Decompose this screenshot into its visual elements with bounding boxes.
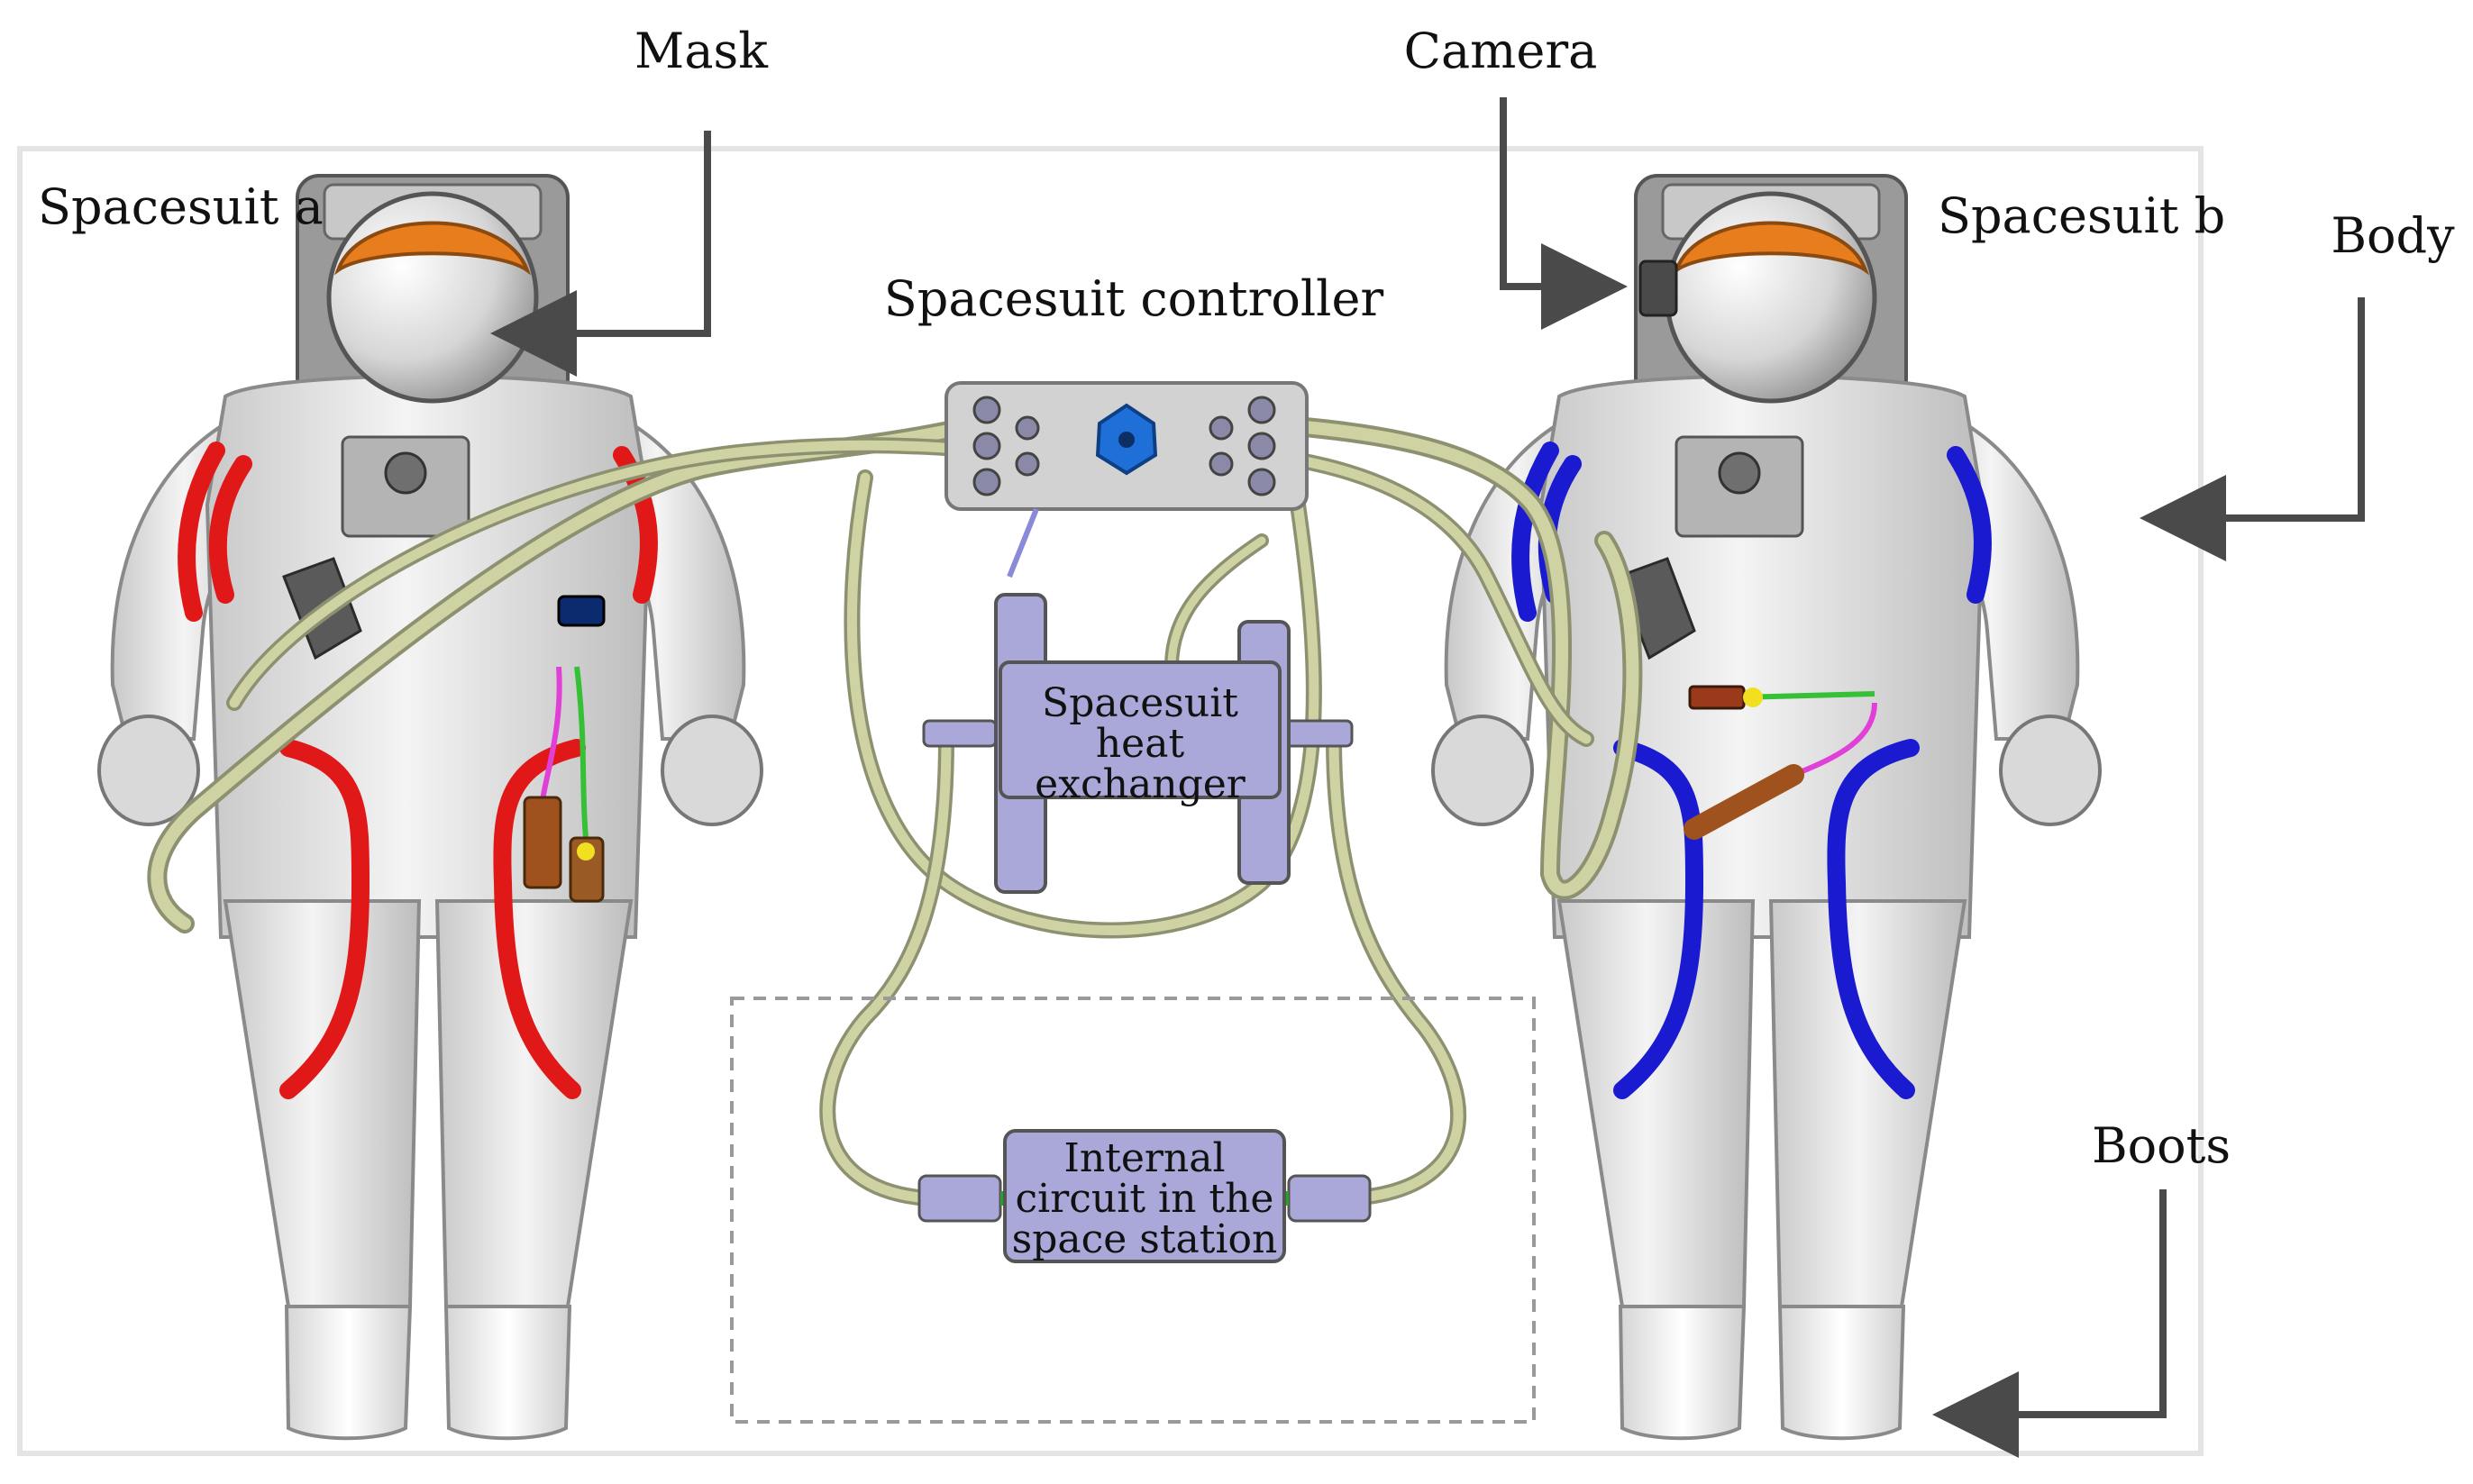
internal-circuit-label-line-3: space station — [1012, 1216, 1278, 1262]
spacesuit-a-left-boot — [284, 1305, 413, 1441]
spacesuit-b-right-glove — [1999, 715, 2102, 826]
spacesuit-b-camera — [1638, 259, 1678, 317]
body-label: Body — [2331, 207, 2455, 264]
spacesuit-a-right-glove — [661, 715, 763, 826]
internal-circuit-label-line-2: circuit in the — [1016, 1176, 1274, 1222]
heat-exchanger-body — [999, 660, 1282, 799]
mask-label: Mask — [634, 23, 769, 79]
spacesuit-b-label: Spacesuit b — [1938, 187, 2225, 244]
spacesuit-b-right-boot — [1777, 1305, 1906, 1441]
heat-exchanger-label-line-2: heat — [1096, 721, 1185, 767]
spacesuit-a-left-leg — [223, 899, 422, 1308]
internal-circuit-body — [1003, 1129, 1286, 1263]
spacesuit-b-visor — [1672, 221, 1870, 276]
spacesuit-controller-label: Spacesuit controller — [884, 270, 1384, 327]
spacesuit-a-right-leg — [434, 899, 634, 1308]
camera-arrow — [1500, 97, 1628, 330]
umbilical-hoses — [147, 414, 1643, 1206]
boots-label: Boots — [2092, 1117, 2231, 1174]
spacesuit-b-left-leg — [1556, 899, 1756, 1308]
internal-circuit-left-coupling — [917, 1174, 1002, 1223]
spacesuit-b-right-leg — [1768, 899, 1967, 1308]
spacesuit-a-label: Spacesuit a — [38, 178, 324, 235]
heat-exchanger-label-line-1: Spacesuit — [1042, 680, 1238, 726]
mask-arrow — [490, 131, 711, 377]
spacesuit-a-right-boot — [443, 1305, 572, 1441]
body-arrow — [2140, 297, 2365, 561]
spacesuit-heat-exchanger: Spacesuit heat exchanger — [922, 593, 1354, 894]
internal-circuit-region — [730, 997, 1536, 1424]
spacesuit-a-connector — [557, 595, 606, 627]
diagram-frame — [17, 146, 2204, 1456]
spacesuit-b-left-glove — [1431, 715, 1534, 826]
spacesuit-b-left-boot — [1618, 1305, 1747, 1441]
spacesuit-b — [1431, 174, 2102, 1441]
internal-circuit-right-coupling — [1287, 1174, 1372, 1223]
spacesuit-a-left-glove — [97, 715, 200, 826]
spacesuit-a-visor — [333, 221, 532, 276]
internal-circuit: Internal circuit in the space station — [917, 1129, 1372, 1263]
spacesuit-controller — [944, 381, 1309, 578]
boots-arrow — [1932, 1189, 2167, 1458]
camera-label: Camera — [1404, 23, 1598, 79]
heat-exchanger-label-line-3: exchanger — [1035, 761, 1246, 807]
internal-circuit-label-line-1: Internal — [1063, 1135, 1225, 1181]
callout-arrows — [490, 97, 2365, 1458]
controller-ports — [972, 396, 1276, 496]
